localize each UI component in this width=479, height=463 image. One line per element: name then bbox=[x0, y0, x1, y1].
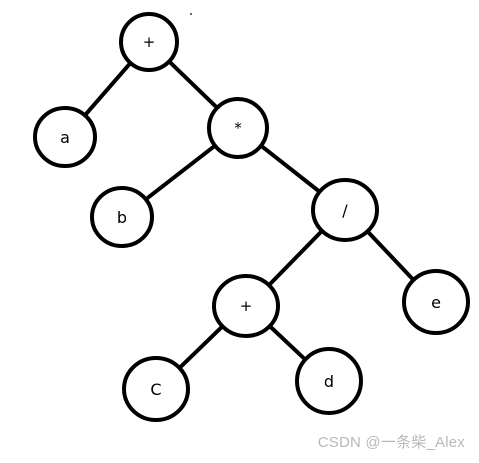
node-times: * bbox=[207, 97, 269, 159]
node-d: d bbox=[295, 347, 363, 415]
node-inner-plus: + bbox=[212, 274, 280, 338]
node-circle-times bbox=[207, 97, 269, 159]
edges-layer bbox=[82, 59, 416, 370]
node-circle-e bbox=[402, 269, 470, 335]
node-circle-inner-plus bbox=[212, 274, 280, 338]
node-circle-root-plus bbox=[119, 12, 179, 72]
edge-times-to-b bbox=[143, 143, 217, 202]
node-label-inner-plus: + bbox=[240, 297, 253, 315]
node-label-d: d bbox=[324, 372, 334, 391]
node-label-divide: / bbox=[342, 201, 348, 220]
edge-root-plus-to-times bbox=[167, 59, 220, 110]
node-e: e bbox=[402, 269, 470, 335]
node-a: a bbox=[33, 106, 97, 168]
edge-divide-to-e bbox=[365, 229, 416, 282]
node-circle-d bbox=[295, 347, 363, 415]
edge-inner-plus-to-c bbox=[177, 324, 225, 370]
node-label-b: b bbox=[117, 208, 127, 227]
node-circle-b bbox=[90, 186, 154, 248]
node-circle-divide bbox=[311, 178, 379, 242]
node-label-root-plus: + bbox=[143, 33, 156, 51]
node-label-times: * bbox=[234, 119, 242, 137]
stray-dot bbox=[190, 13, 192, 15]
watermark: CSDN @一条柴_Alex bbox=[317, 434, 465, 451]
node-root-plus: + bbox=[119, 12, 179, 72]
node-circle-a bbox=[33, 106, 97, 168]
node-label-e: e bbox=[431, 293, 441, 312]
node-label-c: C bbox=[150, 380, 161, 399]
edge-divide-to-inner-plus bbox=[266, 228, 325, 288]
edge-times-to-divide bbox=[259, 143, 322, 194]
node-label-a: a bbox=[60, 128, 70, 147]
edge-root-plus-to-a bbox=[82, 60, 133, 118]
edge-inner-plus-to-d bbox=[267, 324, 308, 362]
node-c: C bbox=[122, 356, 190, 422]
node-circle-c bbox=[122, 356, 190, 422]
node-divide: / bbox=[311, 178, 379, 242]
node-b: b bbox=[90, 186, 154, 248]
